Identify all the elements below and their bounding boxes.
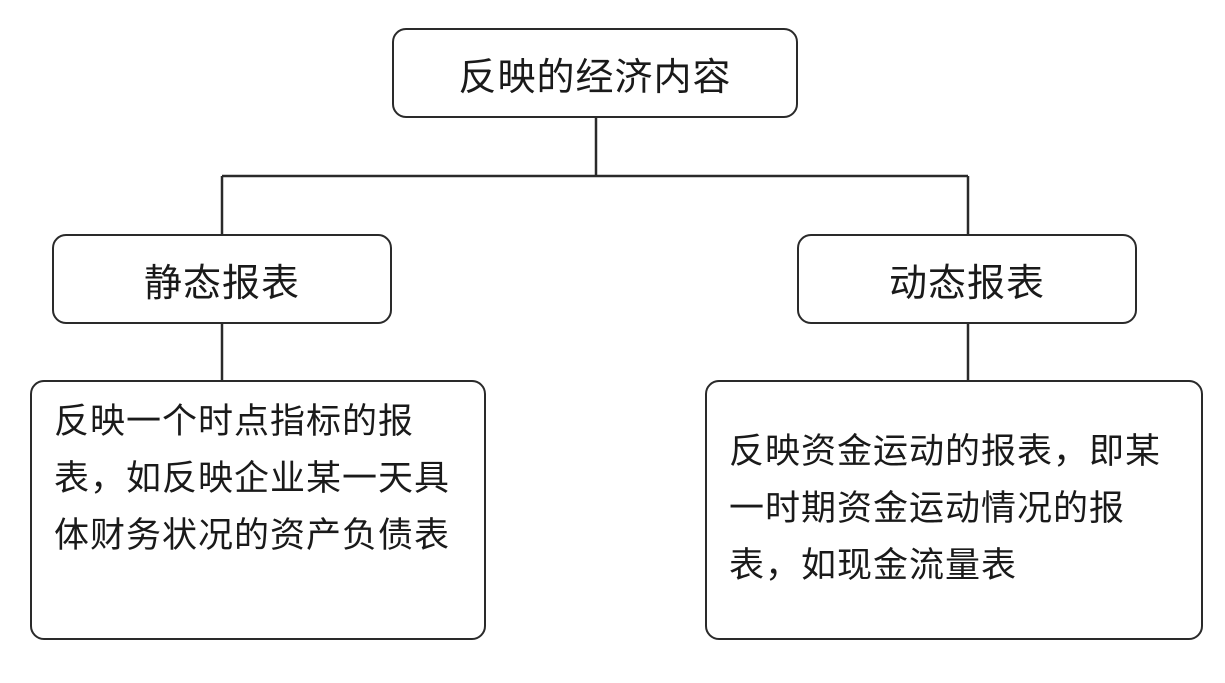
static-report-label: 静态报表	[143, 260, 300, 305]
dynamic-report-description-box: 反映资金运动的报表，即某一时期资金运动情况的报表，如现金流量表	[705, 380, 1203, 640]
root-node: 反映的经济内容	[392, 28, 798, 118]
dynamic-report-description: 反映资金运动的报表，即某一时期资金运动情况的报表，如现金流量表	[729, 432, 1162, 586]
static-report-description-box: 反映一个时点指标的报表，如反映企业某一天具体财务状况的资产负债表	[30, 380, 486, 640]
static-report-description: 反映一个时点指标的报表，如反映企业某一天具体财务状况的资产负债表	[54, 402, 451, 556]
dynamic-report-label: 动态报表	[888, 260, 1045, 305]
static-report-node: 静态报表	[52, 234, 392, 324]
dynamic-report-node: 动态报表	[797, 234, 1137, 324]
root-node-label: 反映的经济内容	[458, 54, 732, 99]
